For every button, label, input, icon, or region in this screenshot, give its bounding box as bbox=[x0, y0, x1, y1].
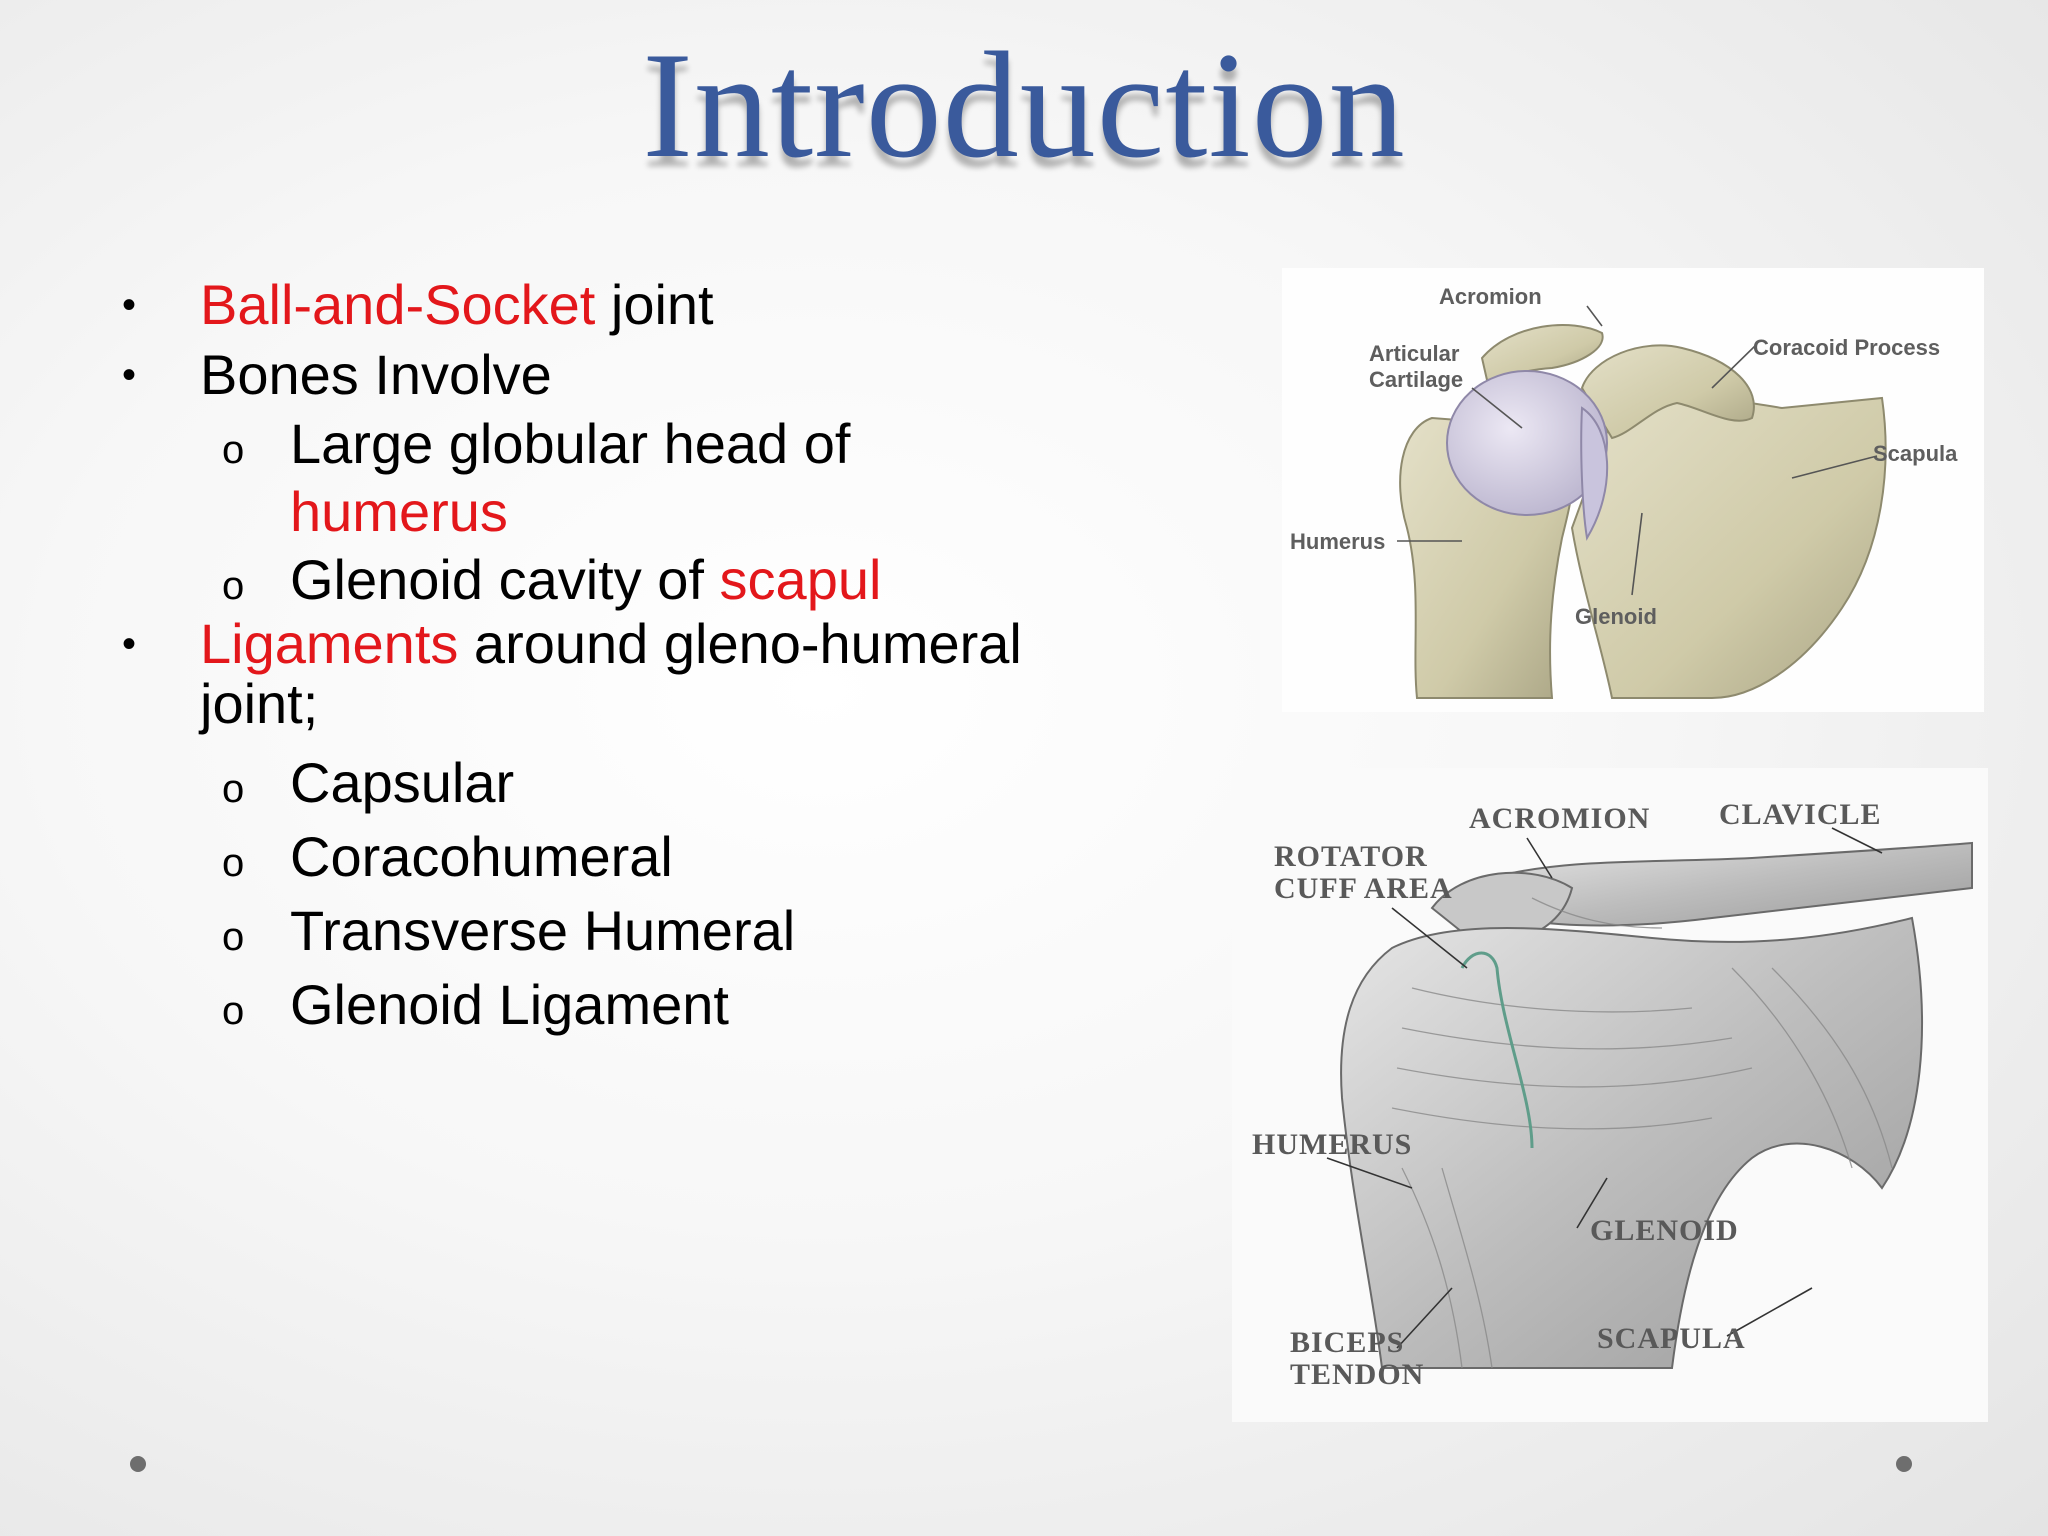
subbullet-symbol: o bbox=[222, 841, 245, 885]
subbullet-coracohumeral: o Coracohumeral bbox=[110, 820, 1210, 894]
subbullet-symbol: o bbox=[222, 915, 245, 959]
subbullet-symbol: o bbox=[222, 989, 245, 1033]
slide-nav-dot-left bbox=[130, 1456, 146, 1472]
subbullet-transverse-humeral: o Transverse Humeral bbox=[110, 894, 1210, 968]
label-scapula: Scapula bbox=[1873, 441, 1958, 466]
slide-title: Introduction bbox=[642, 21, 1406, 189]
bullet-ligaments: • Ligaments around gleno-humeral joint; bbox=[122, 612, 1022, 735]
label-acromion: Acromion bbox=[1439, 284, 1542, 309]
clavicle-shape bbox=[1490, 841, 1973, 927]
label-articular-1: Articular bbox=[1369, 341, 1460, 366]
subbullet-humerus: o Large globular head of humerus bbox=[222, 412, 851, 543]
label-acromion: ACROMION bbox=[1469, 802, 1650, 835]
subbullet-symbol: o bbox=[222, 767, 245, 811]
label-biceps-1: BICEPS bbox=[1290, 1326, 1404, 1359]
label-articular-2: Cartilage bbox=[1369, 367, 1463, 392]
subbullet-scapula: o Glenoid cavity of scapul bbox=[110, 546, 1210, 614]
shoulder-mass bbox=[1340, 916, 1923, 1369]
slide-nav-dot-right bbox=[1896, 1456, 1912, 1472]
label-humerus: HUMERUS bbox=[1252, 1128, 1412, 1161]
shoulder-ligaments-drawing: ACROMION CLAVICLE ROTATOR CUFF AREA HUME… bbox=[1252, 798, 1973, 1391]
shoulder-ligaments-illustration: ACROMION CLAVICLE ROTATOR CUFF AREA HUME… bbox=[1232, 768, 1988, 1422]
shoulder-bones-illustration: Acromion Articular Cartilage Coracoid Pr… bbox=[1282, 268, 1984, 712]
subbullet-glenoid-ligament: o Glenoid Ligament bbox=[110, 968, 1210, 1042]
label-coracoid: Coracoid Process bbox=[1753, 335, 1940, 360]
scapula-shape bbox=[1570, 396, 1887, 699]
subbullet-symbol: o bbox=[222, 428, 245, 472]
label-biceps-2: TENDON bbox=[1290, 1358, 1424, 1391]
glenoid-shape bbox=[1580, 406, 1609, 541]
label-glenoid: GLENOID bbox=[1590, 1214, 1739, 1247]
bullet-symbol: • bbox=[122, 622, 137, 666]
bullet-symbol: • bbox=[122, 283, 137, 327]
label-clavicle: CLAVICLE bbox=[1719, 798, 1882, 831]
coracoid-shape bbox=[1580, 344, 1755, 440]
rotator-cuff-outline bbox=[1460, 951, 1534, 1149]
articular-cartilage bbox=[1446, 370, 1608, 516]
bullet-symbol: • bbox=[122, 353, 137, 397]
label-rotator-1: ROTATOR bbox=[1274, 840, 1428, 873]
shoulder-bones-drawing: Acromion Articular Cartilage Coracoid Pr… bbox=[1290, 284, 1958, 699]
label-rotator-2: CUFF AREA bbox=[1274, 872, 1453, 905]
subbullet-symbol: o bbox=[222, 564, 245, 608]
label-glenoid: Glenoid bbox=[1575, 604, 1657, 629]
bullet-list: • Ball-and-Socket joint • Bones Involve … bbox=[110, 270, 1210, 1042]
bullet-joint-type: • Ball-and-Socket joint bbox=[110, 270, 1210, 340]
subbullet-capsular: o Capsular bbox=[110, 746, 1210, 820]
label-scapula: SCAPULA bbox=[1597, 1322, 1746, 1355]
label-humerus: Humerus bbox=[1290, 529, 1385, 554]
bullet-bones: • Bones Involve bbox=[110, 340, 1210, 410]
